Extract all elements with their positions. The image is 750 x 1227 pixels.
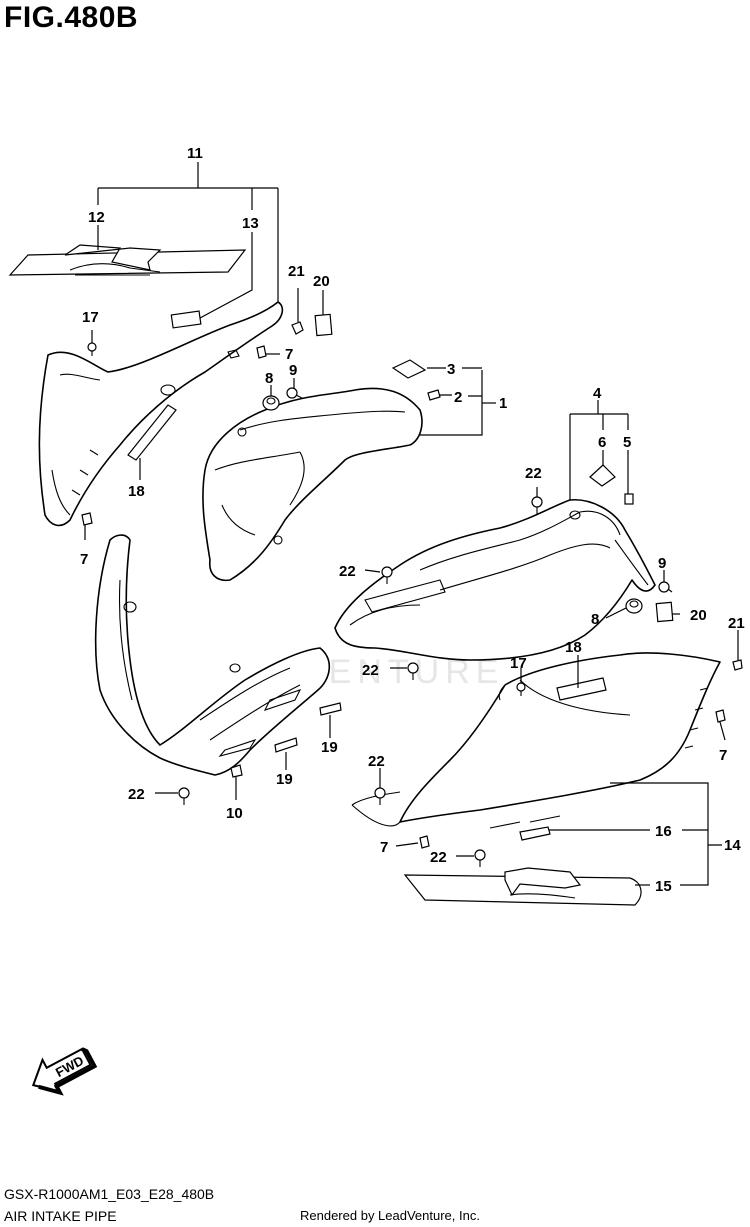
callout-22-bottom: 22: [430, 849, 447, 866]
callout-1: 1: [499, 395, 507, 412]
clip-22-lower: [374, 787, 386, 805]
left-lower-cowl: [94, 534, 330, 776]
callout-labels: 11 12 13 21 20 17 7 8 9 3 2 1 4 6 5 18 2…: [80, 145, 745, 895]
callout-7-top: 7: [285, 346, 293, 363]
sticker-19-upper: [319, 702, 342, 716]
clip-22-left: [178, 787, 190, 805]
model-code: GSX-R1000AM1_E03_E28_480B: [4, 1186, 215, 1202]
sticker-3: [391, 359, 427, 379]
nut-7-right: [715, 709, 726, 723]
nut-7-left: [81, 512, 93, 526]
callout-21-right: 21: [728, 615, 745, 632]
fwd-arrow-icon: FWD: [31, 1047, 98, 1096]
grommet-8-left: [262, 395, 280, 411]
callout-21-left: 21: [288, 263, 305, 280]
grommet-8-right: [625, 598, 643, 614]
callout-22-center: 22: [362, 662, 379, 679]
sticker-strip-18-left: [127, 404, 177, 461]
callout-5: 5: [623, 434, 631, 451]
callout-8-left: 8: [265, 370, 273, 387]
sticker-19-lower: [274, 737, 298, 753]
fastener-21-right: [732, 659, 743, 671]
callout-18-right: 18: [565, 639, 582, 656]
right-side-cowl: [351, 652, 721, 829]
clip-22-top: [531, 496, 543, 514]
callout-4: 4: [593, 385, 602, 402]
callout-14: 14: [724, 837, 741, 854]
callout-22-top: 22: [525, 465, 542, 482]
right-intake-duct: [334, 499, 656, 661]
clip-22-bottom: [474, 849, 486, 867]
callout-22-mid: 22: [339, 563, 356, 580]
sticker-13: [170, 310, 202, 329]
callout-11: 11: [187, 145, 203, 162]
screw-9-left: [286, 387, 303, 399]
callout-17-right: 17: [510, 655, 527, 672]
callout-9-right: 9: [658, 555, 666, 572]
right-lower-decal: [403, 867, 642, 906]
left-side-cowl: [38, 301, 284, 527]
callout-19-upper: 19: [321, 739, 338, 756]
leader-lines: [84, 162, 739, 886]
nut-7-top: [256, 345, 267, 359]
sticker-16: [519, 826, 551, 841]
sticker-strip-18-right: [556, 677, 607, 701]
callout-9-left: 9: [289, 362, 297, 379]
callout-2: 2: [454, 389, 462, 406]
callout-8-right: 8: [591, 611, 599, 628]
callout-7-right: 7: [719, 747, 727, 764]
left-upper-decal: [8, 244, 247, 276]
pad-20-right: [655, 601, 674, 623]
section-name: AIR INTAKE PIPE: [4, 1208, 117, 1224]
pad-20-left: [314, 313, 333, 337]
nut-7-bottom: [419, 835, 430, 849]
callout-22-left: 22: [128, 786, 145, 803]
callout-19-lower: 19: [276, 771, 293, 788]
clip-10: [230, 764, 243, 778]
clip-22-mid: [381, 566, 393, 584]
callout-18-left: 18: [128, 483, 145, 500]
callout-7-left: 7: [80, 551, 88, 568]
callout-15: 15: [655, 878, 672, 895]
callout-16: 16: [655, 823, 672, 840]
callout-13: 13: [242, 215, 259, 232]
figure-title: FIG.480B: [4, 1, 139, 34]
left-intake-duct: [202, 387, 423, 582]
sticker-2: [427, 389, 441, 401]
callout-17-left: 17: [82, 309, 99, 326]
clip-22-center: [407, 662, 419, 680]
callout-6: 6: [598, 434, 606, 451]
screw-9-right: [658, 581, 673, 593]
callout-10: 10: [226, 805, 243, 822]
callout-22-lower: 22: [368, 753, 385, 770]
callout-12: 12: [88, 209, 105, 226]
sticker-5: [624, 493, 634, 505]
callout-20-right: 20: [690, 607, 707, 624]
rivet-17-left: [87, 342, 97, 356]
callout-3: 3: [447, 361, 455, 378]
callout-20-left: 20: [313, 273, 330, 290]
render-credit: Rendered by LeadVenture, Inc.: [300, 1208, 480, 1223]
fastener-21-left: [291, 321, 304, 335]
sticker-6: [589, 464, 616, 487]
callout-7-bottom: 7: [380, 839, 388, 856]
